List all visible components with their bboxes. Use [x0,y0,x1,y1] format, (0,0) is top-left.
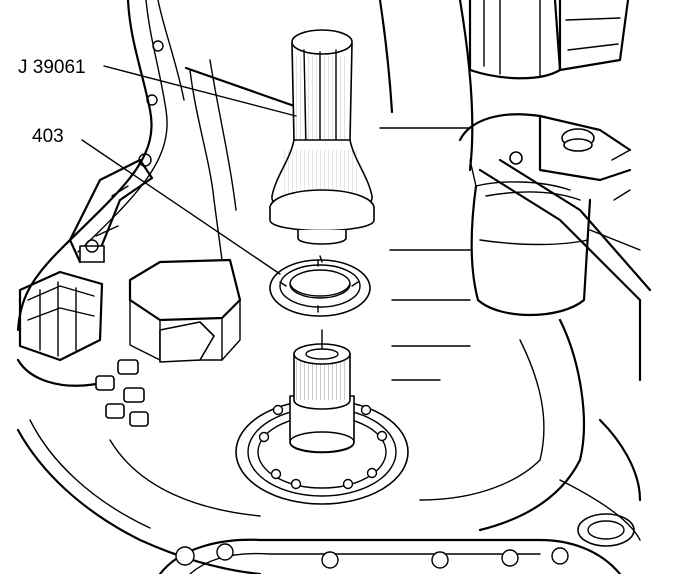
bolt-cluster [95,359,149,427]
upper-cylinder [468,0,630,80]
leader-line-tool [103,65,297,117]
bottom-bolt-holes [175,543,569,569]
callout-leaders [81,65,297,275]
leader-line-seal [81,139,281,275]
seal-403 [269,255,371,317]
flange-bolt-holes [258,404,388,490]
callout-label-seal: 403 [32,126,64,147]
output-shaft-assembly [235,329,409,505]
transmission-case [16,0,652,574]
seal-installer-tool [269,29,375,245]
callout-label-tool: J 39061 [18,57,86,78]
right-cylinder [469,159,592,316]
